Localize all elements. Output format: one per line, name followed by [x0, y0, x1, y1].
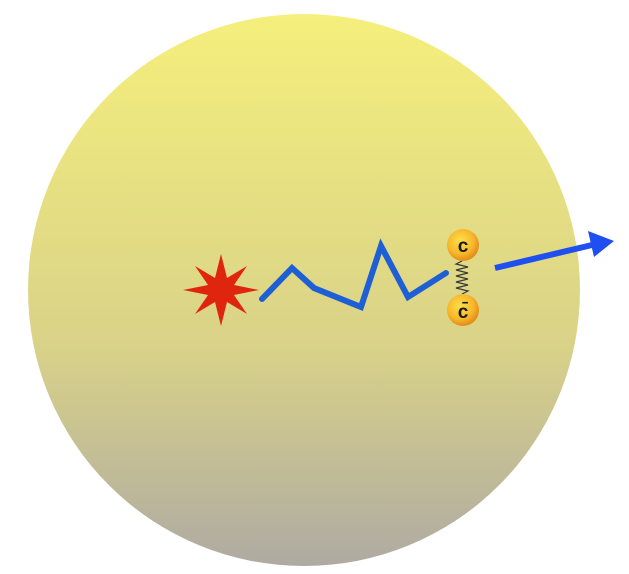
arrow-right-icon	[494, 231, 614, 271]
charm-antiquark: c̄	[447, 294, 479, 326]
spring-icon	[454, 260, 470, 295]
charm-quark-label: c	[458, 236, 469, 257]
starburst-icon	[183, 254, 259, 326]
zigzag-path	[259, 238, 449, 311]
medium-sphere	[28, 14, 580, 566]
charm-quark: c	[447, 229, 479, 261]
charm-antiquark-label: c̄	[458, 302, 469, 323]
